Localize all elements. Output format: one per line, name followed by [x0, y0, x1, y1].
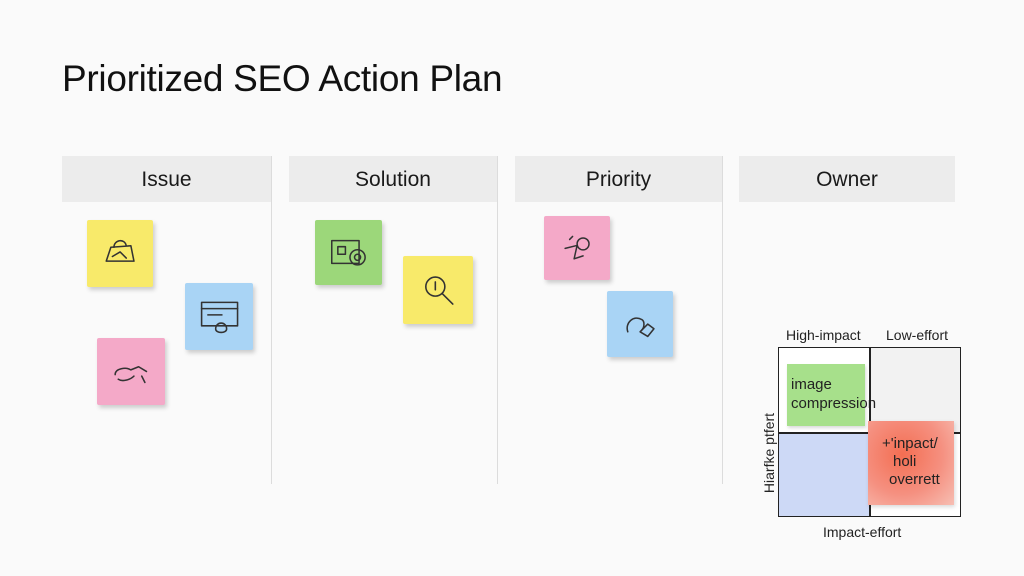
quadrant-top-right — [869, 348, 960, 432]
sticky-note-priority-1[interactable] — [544, 216, 610, 280]
red-note-line-3: overrett — [889, 471, 940, 488]
matrix-label-high-impact: High-impact — [786, 327, 861, 343]
matrix-x-axis-label: Impact-effort — [823, 524, 902, 540]
image-gear-icon — [331, 239, 366, 266]
column-header-solution: Solution — [289, 156, 497, 202]
matrix-note-red[interactable] — [868, 421, 954, 505]
magnifier-icon — [424, 276, 454, 306]
hand-icon — [626, 317, 655, 338]
sticky-note-issue-3[interactable] — [97, 338, 165, 405]
red-note-line-1: +'inpact/ — [882, 435, 938, 452]
column-header-priority: Priority — [515, 156, 722, 202]
column-issue: Issue — [62, 156, 272, 484]
broken-link-icon — [114, 366, 148, 384]
sticky-note-issue-2[interactable] — [185, 283, 253, 350]
matrix-note-line-2: compression — [791, 395, 877, 412]
column-solution: Solution — [289, 156, 498, 484]
quadrant-bottom-left — [779, 432, 869, 516]
sketch-icon — [564, 235, 590, 260]
column-priority: Priority — [515, 156, 723, 484]
sticky-note-priority-2[interactable] — [607, 291, 673, 357]
matrix-note-line-1: image — [791, 376, 832, 393]
column-header-owner: Owner — [739, 156, 955, 202]
browser-window-icon — [201, 301, 239, 334]
sticky-note-issue-1[interactable] — [87, 220, 153, 287]
matrix-note-image-compression[interactable] — [787, 364, 865, 426]
page-title: Prioritized SEO Action Plan — [62, 58, 503, 99]
red-note-line-2: holi — [893, 453, 917, 470]
bag-icon — [105, 240, 135, 262]
sticky-note-solution-2[interactable] — [403, 256, 473, 324]
column-owner: Owner — [739, 156, 955, 484]
matrix-label-low-effort: Low-effort — [886, 327, 948, 343]
matrix-y-axis-label: Hiarfke ptfert — [761, 412, 777, 494]
column-header-issue: Issue — [62, 156, 271, 202]
sticky-note-solution-1[interactable] — [315, 220, 382, 285]
